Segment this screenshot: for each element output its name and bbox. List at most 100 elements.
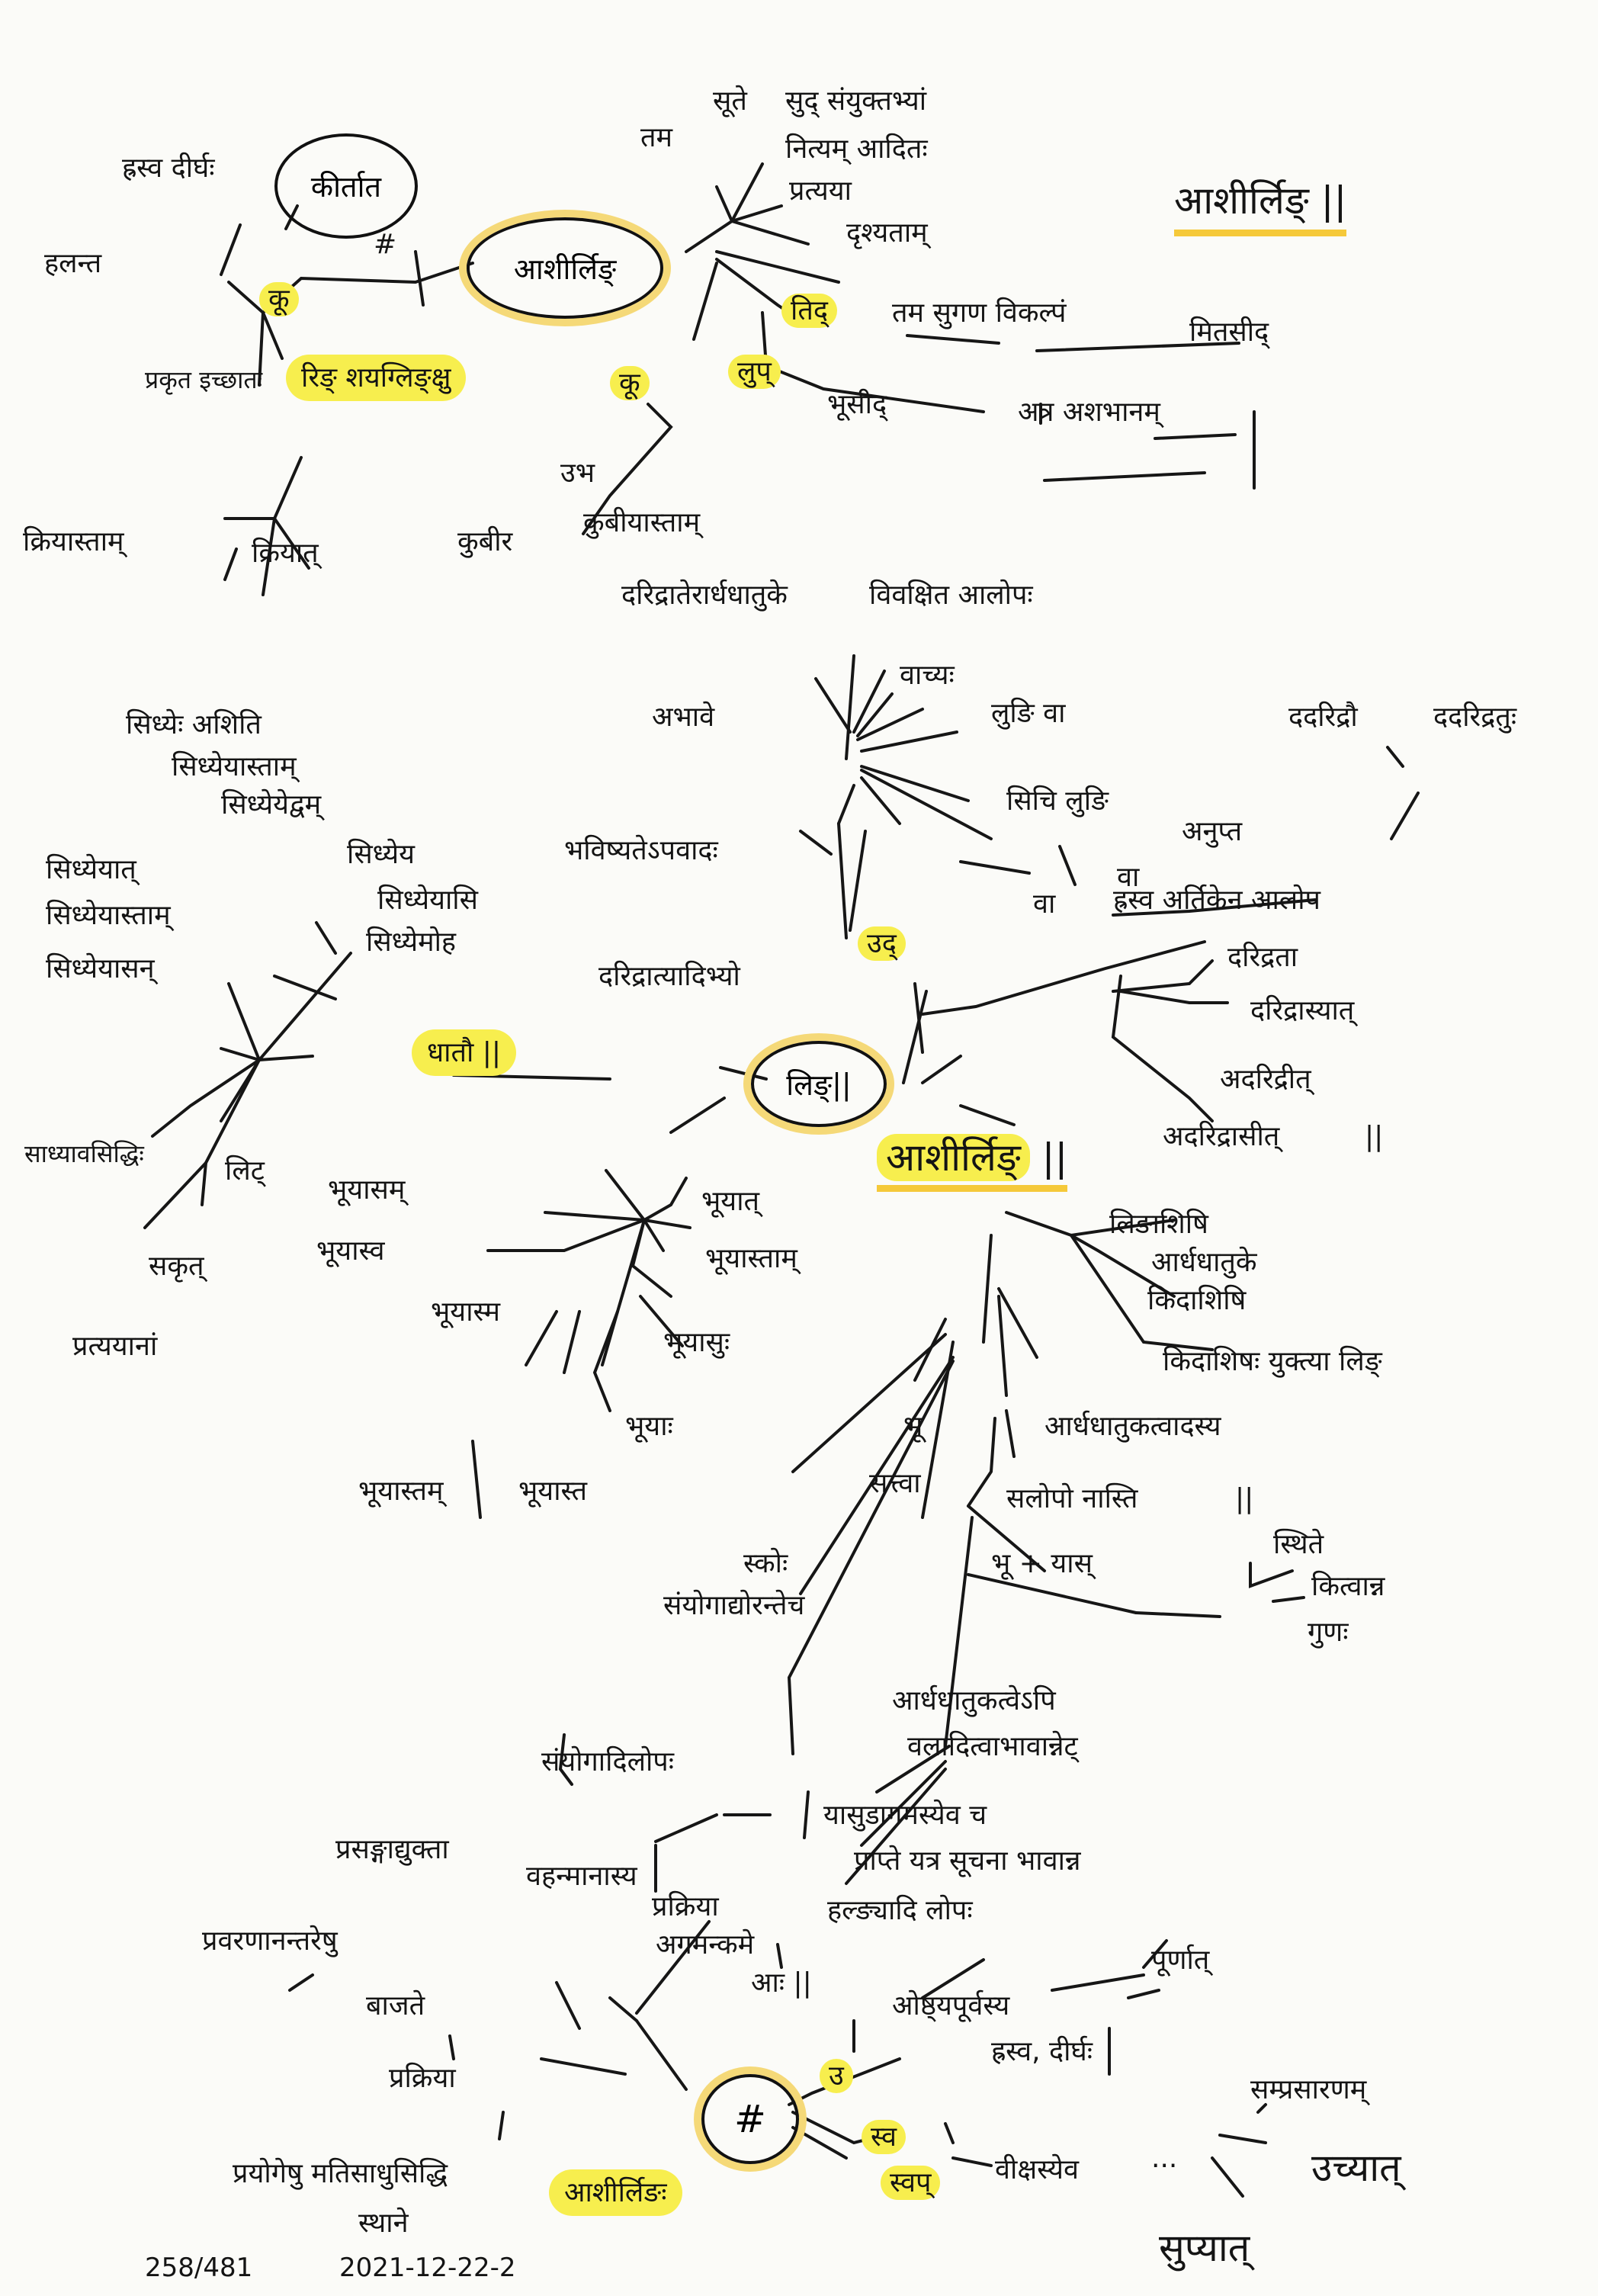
node-bhuyasva: भूयास्व	[316, 1235, 385, 1267]
node-kriyat: क्रियात्	[252, 538, 319, 569]
node-lidashishi: लिङाशिषि	[1109, 1209, 1208, 1240]
dha-tan-label: धातौ	[427, 1037, 474, 1068]
node-sthite: स्थिते	[1273, 1529, 1324, 1560]
node-orchadharit: ओष्ठ्यपूर्वस्य	[892, 1990, 1010, 2021]
node-mitasid: मितसीद्	[1189, 316, 1269, 348]
node-lungi-va: लुङि वा	[991, 698, 1066, 729]
node-sidhibijasatam: सिध्येयास्ताम्	[172, 751, 297, 782]
node-bhu: भू	[903, 1411, 923, 1442]
node-prayoga: प्रयोगेषु मतिसाधुसिद्धि	[233, 2158, 448, 2189]
node-dadaridratuh: ददरिद्रतुः	[1433, 702, 1517, 733]
node-prapte: प्राप्ते यत्र सूचना भावान्न	[854, 1845, 1081, 1877]
node-sut-sambandha: सुद् संयुक्तभ्यां	[785, 85, 927, 117]
node-sica-lunguh: सिचि लुङि	[1006, 785, 1109, 817]
page-count: 258/481	[145, 2253, 253, 2283]
node-sidhibejan: सिध्येयासन्	[46, 953, 155, 984]
node-bhuyasta: भूयास्त	[518, 1476, 588, 1507]
node-sidhibeya: सिध्येय	[347, 839, 415, 870]
node-salopo-nasti: सलोपो नास्ति	[1006, 1483, 1138, 1514]
node-ardhadhatukatvad: आर्धधातुकत्वादस्य	[1044, 1411, 1221, 1442]
node-ku: कू	[259, 282, 299, 317]
node-kubir: कुबीर	[457, 526, 513, 557]
node-salopo-bars: ||	[1235, 1483, 1254, 1514]
node-bhuyasam: भूयासम्	[328, 1174, 406, 1206]
node-adaridrasit: अदरिद्रासीत्	[1163, 1121, 1280, 1152]
right-title: आशीर्लिङ्	[1174, 178, 1309, 223]
mid-title-block: आशीर्लिङ् ||	[877, 1134, 1068, 1192]
node-drushyatam: दृश्यताम्	[846, 217, 928, 249]
hash-bottom-node: #	[701, 2074, 799, 2164]
date: 2021-12-22-2	[339, 2253, 516, 2283]
node-agama: अगमन्कमे	[656, 1929, 755, 1960]
node-tam-sugana: तम सुगण विकल्पं	[892, 297, 1067, 329]
right-title-block: आशीर्लिङ् ||	[1174, 178, 1347, 236]
node-samprasaranam: सम्प्रसारणम्	[1250, 2074, 1367, 2105]
node-atra-ashbhanam: अत्र अशभानम्	[1018, 397, 1160, 428]
node-bajate: बाजते	[366, 1990, 425, 2021]
node-nitya-aditah: नित्यम् आदितः	[785, 133, 928, 165]
dha-tan-bars: ||	[482, 1037, 502, 1068]
node-prakriya: प्रक्रिया	[652, 1891, 719, 1922]
node-uchyat: उच्यात्	[1311, 2146, 1401, 2190]
node-pratyaya: प्रत्यया	[789, 175, 852, 207]
node-sidhibeyasi: सिध्येयासि	[377, 885, 478, 916]
top-root-node: आशीर्लिङ्	[467, 217, 663, 319]
node-bhavishyat: भविष्यतेऽपवादः	[564, 835, 718, 866]
node-lup: लुप्	[728, 355, 781, 390]
node-gunah: गुणः	[1308, 1617, 1349, 1648]
node-skoh: स्कोः	[743, 1548, 788, 1579]
node-hrasva-dirgha2: ह्रस्व, दीर्घः	[991, 2036, 1093, 2067]
mid-title-bars: ||	[1041, 1135, 1068, 1180]
node-vachyah: वाच्यः	[900, 660, 955, 691]
node-vivakshita: विवक्षित आलोपः	[869, 580, 1033, 611]
node-sva: स्व	[862, 2120, 906, 2155]
node-udaya: उ	[820, 2059, 853, 2094]
node-prakruta: प्रकृत इच्छातः	[145, 365, 263, 394]
node-dha-tan: धातौ ||	[412, 1029, 517, 1077]
node-sidhibijadevam: सिध्येयेद्वम्	[221, 789, 322, 820]
node-adaridrasit-bars: ||	[1365, 1121, 1384, 1152]
node-bhuyastam2: भूयास्तम्	[358, 1476, 444, 1507]
node-bhuyah: भूयाः	[625, 1411, 673, 1442]
node-kidashishah: किदाशिषः युक्त्या लिङ्	[1163, 1346, 1382, 1377]
node-lit: लिट्	[225, 1155, 265, 1187]
top-root-label: आशीर्लिङ्	[513, 252, 617, 286]
node-bhu-plus: भू + यास्	[991, 1548, 1093, 1579]
node-daridrati: दरिद्रातेरार्धधातुके	[621, 580, 788, 611]
node-vahmamana: वहन्मानास्य	[526, 1861, 637, 1892]
node-hatal: हलन्त	[44, 248, 102, 279]
node-bhuyat: भूयात्	[701, 1186, 760, 1217]
node-sidhibemohi: सिध्येमोह	[366, 926, 457, 958]
node-sut: सूते	[713, 85, 747, 117]
right-title-bars: ||	[1320, 178, 1347, 223]
node-hrasva-dirgha: ह्रस्व दीर्घः	[122, 153, 215, 184]
node-sakrit: सकृत्	[149, 1251, 204, 1282]
node-daridrau: ददरिद्रौ	[1288, 702, 1358, 733]
lid-label: लिङ्	[786, 1068, 833, 1102]
node-ardhadhatuke: आर्धधातुके	[1151, 1247, 1257, 1278]
node-va2: वा	[1033, 888, 1056, 920]
node-prasanga: प्रसङ्गाद्युक्ता	[335, 1834, 449, 1865]
mid-title: आशीर्लिङ्	[877, 1134, 1030, 1181]
node-samyogadilopah: संयोगादिलोपः	[541, 1746, 675, 1777]
lid-node: लिङ्||	[751, 1041, 887, 1127]
node-ambhava: अभावे	[652, 702, 715, 733]
node-valadi: वलादित्वाभावान्नेट्	[907, 1731, 1078, 1762]
node-rit-dhatu: रिङ् शयग्लिङ्क्षु	[286, 355, 467, 402]
node-prakriya2: प्रक्रिया	[389, 2063, 456, 2094]
node-sidhibeyasatam: सिध्येयास्ताम्	[46, 900, 171, 931]
node-ashirlid-bottom: आशीर्लिङः	[549, 2169, 682, 2217]
node-kubiyasatam: कुबीयास्ताम्	[583, 507, 701, 538]
node-anupt: अनुप्त	[1182, 816, 1243, 847]
node-suptat: सुप्यात्	[1159, 2226, 1250, 2270]
node-agama-bars: आः ||	[751, 1967, 812, 1999]
node-svap: स्वप्	[881, 2166, 941, 2201]
lid-bars: ||	[832, 1067, 852, 1101]
node-vivakshay: वीक्षस्येव	[995, 2154, 1080, 2185]
node-sadya: साध्यावसिद्धिः	[24, 1139, 144, 1168]
hash-bottom-label: #	[734, 2097, 766, 2141]
node-satvam: सत्त्वा	[869, 1468, 921, 1499]
node-ku2: कू	[610, 366, 650, 401]
